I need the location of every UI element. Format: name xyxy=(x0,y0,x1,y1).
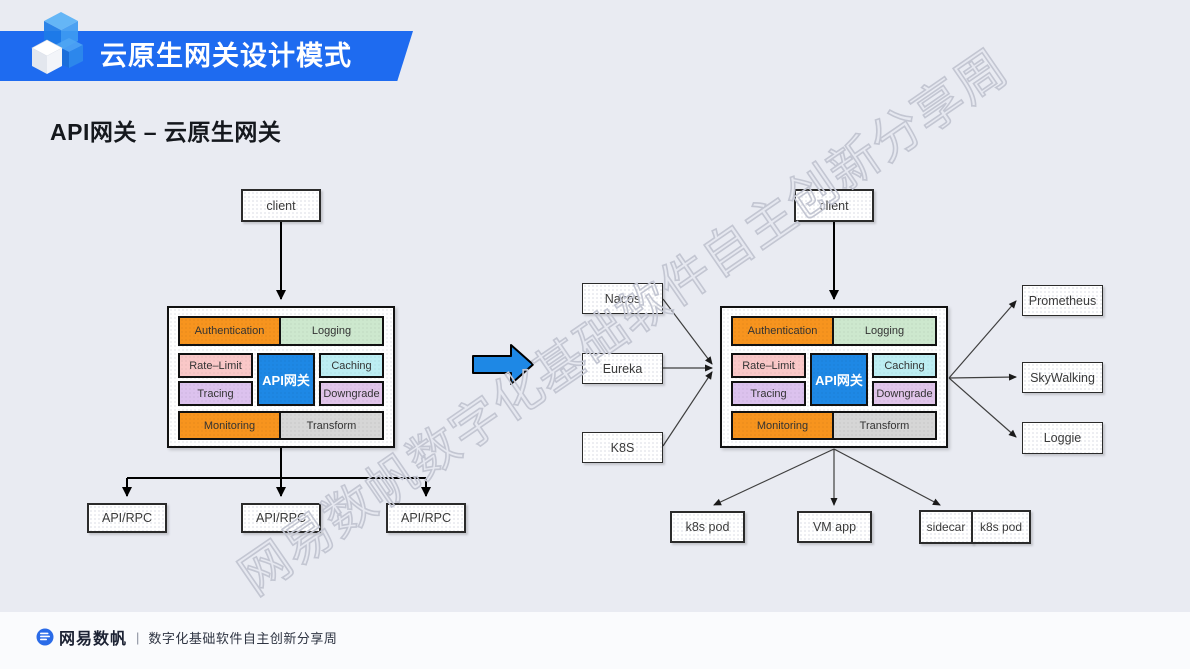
backend-box: API/RPC xyxy=(386,503,466,533)
cell-rate-limit: Rate–Limit xyxy=(731,353,806,378)
cubes-logo-icon xyxy=(31,12,83,74)
registry-box-eureka: Eureka xyxy=(582,353,663,384)
brand-logo-icon xyxy=(36,628,54,646)
observability-box-loggie: Loggie xyxy=(1022,422,1103,454)
gateway-box-left: Authentication Logging Rate–Limit API网关 … xyxy=(167,306,395,448)
transition-arrow-icon xyxy=(472,344,534,385)
slide-title: 云原生网关设计模式 xyxy=(100,41,352,71)
cell-api-gateway: API网关 xyxy=(257,353,315,406)
client-box-right: client xyxy=(794,189,874,222)
cell-rate-limit: Rate–Limit xyxy=(178,353,253,378)
sidecar-cell: sidecar xyxy=(919,510,973,544)
footer: 网易数帆 | 数字化基础软件自主创新分享周 xyxy=(0,612,1190,669)
cell-api-gateway: API网关 xyxy=(810,353,868,406)
cell-authentication: Authentication xyxy=(731,316,834,346)
observability-box-skywalking: SkyWalking xyxy=(1022,362,1103,393)
cell-transform: Transform xyxy=(832,411,937,440)
k8s-pod-cell: k8s pod xyxy=(971,510,1031,544)
workload-box-vm-app: VM app xyxy=(797,511,872,543)
cell-tracing: Tracing xyxy=(178,381,253,406)
brand-name: 网易数帆 xyxy=(59,631,128,648)
cell-downgrade: Downgrade xyxy=(319,381,384,406)
footer-tagline: 数字化基础软件自主创新分享周 xyxy=(148,630,338,646)
gateway-box-right: Authentication Logging Rate–Limit API网关 … xyxy=(720,306,948,448)
cell-downgrade: Downgrade xyxy=(872,381,937,406)
cell-logging: Logging xyxy=(279,316,384,346)
footer-separator: | xyxy=(136,629,140,645)
observability-box-prometheus: Prometheus xyxy=(1022,285,1103,316)
cell-monitoring: Monitoring xyxy=(731,411,834,440)
workload-box-k8s-pod: k8s pod xyxy=(670,511,745,543)
workload-box-sidecar-pod: sidecar k8s pod xyxy=(919,510,1031,544)
cell-transform: Transform xyxy=(279,411,384,440)
cell-authentication: Authentication xyxy=(178,316,281,346)
backend-box: API/RPC xyxy=(87,503,167,533)
backend-box: API/RPC xyxy=(241,503,321,533)
cell-logging: Logging xyxy=(832,316,937,346)
cell-caching: Caching xyxy=(319,353,384,378)
cell-tracing: Tracing xyxy=(731,381,806,406)
registry-box-k8s: K8S xyxy=(582,432,663,463)
section-title: API网关 – 云原生网关 xyxy=(50,119,282,145)
client-box-left: client xyxy=(241,189,321,222)
cell-monitoring: Monitoring xyxy=(178,411,281,440)
cell-caching: Caching xyxy=(872,353,937,378)
registry-box-nacos: Nacos xyxy=(582,283,663,314)
